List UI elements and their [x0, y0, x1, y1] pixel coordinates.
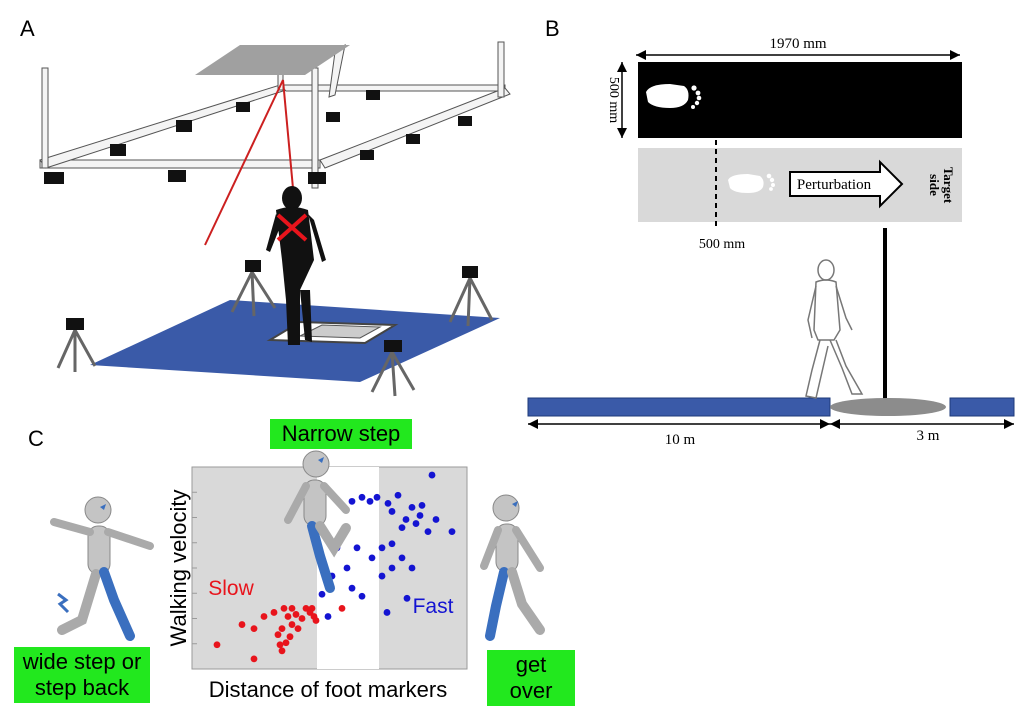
data-point-fast [378, 572, 386, 580]
data-point-slow [238, 621, 246, 628]
panel-b-label: B [545, 16, 560, 41]
data-point-slow [250, 625, 258, 632]
scatter-chart: Walking velocity Distance of foot marker… [166, 466, 468, 702]
panel-a-illustration [39, 41, 511, 397]
data-point-fast [398, 554, 406, 562]
wide-step-text-2: step back [34, 675, 130, 700]
data-point-fast [398, 524, 406, 531]
data-point-slow [270, 609, 278, 616]
data-point-slow [278, 625, 286, 632]
data-point-slow [288, 605, 296, 612]
perturbation-label: Perturbation [797, 177, 872, 193]
data-point-fast [358, 493, 366, 501]
data-point-fast [384, 499, 392, 507]
data-point-fast [318, 590, 326, 598]
data-point-fast [353, 544, 361, 552]
wide-step-figure [50, 496, 154, 641]
data-point-fast [383, 609, 391, 616]
data-point-fast [388, 564, 396, 572]
target-label-1: Target [941, 167, 956, 204]
data-point-fast [394, 491, 402, 499]
walker-silhouette [266, 186, 326, 345]
data-point-slow [260, 613, 268, 620]
slow-label: Slow [208, 577, 254, 600]
footprint-icon [646, 84, 702, 109]
data-point-fast [418, 501, 426, 509]
data-point-slow [308, 605, 316, 612]
perturbation-platform [830, 398, 946, 416]
black-strip [638, 62, 962, 138]
tripods [56, 271, 494, 397]
walkway-long-label: 10 m [665, 432, 696, 448]
data-point-slow [282, 639, 290, 647]
data-point-fast [412, 520, 420, 527]
data-point-fast [324, 613, 332, 620]
fast-label: Fast [413, 595, 454, 618]
data-point-fast [373, 493, 381, 501]
data-point-fast [348, 497, 356, 505]
target-label-2: side [927, 174, 942, 196]
x-axis-label: Distance of foot markers [209, 677, 447, 702]
data-point-fast [388, 540, 396, 548]
data-point-fast [416, 512, 424, 519]
walkway-exit [949, 397, 1015, 417]
data-point-slow [276, 641, 284, 649]
footprint-icon-faded [728, 173, 775, 193]
panel-b-diagram: 1970 mm 500 mm Perturbation Target side [527, 36, 1015, 448]
data-point-fast [366, 497, 374, 505]
data-point-fast [388, 508, 396, 515]
get-over-figure [480, 494, 545, 641]
data-point-slow [298, 615, 306, 622]
data-point-fast [368, 554, 376, 562]
perturbation-arrow [789, 159, 904, 209]
projector [195, 45, 350, 75]
data-point-fast [343, 564, 351, 572]
y-axis-label: Walking velocity [166, 490, 191, 647]
data-point-slow [286, 633, 294, 641]
data-point-slow [292, 611, 300, 618]
get-over-text: get over [509, 652, 553, 703]
data-point-slow [278, 647, 286, 655]
data-point-fast [358, 592, 366, 600]
wide-step-tag: wide step or step back [14, 647, 150, 703]
data-point-fast [428, 471, 436, 479]
data-point-slow [338, 605, 346, 612]
data-point-fast [424, 528, 432, 536]
data-point-fast [408, 564, 416, 572]
data-point-slow [250, 655, 258, 663]
width-dimension: 1970 mm [769, 36, 826, 52]
narrow-step-tag: Narrow step [270, 419, 412, 449]
walkway-approach [527, 397, 831, 417]
data-point-fast [348, 584, 356, 592]
data-point-slow [288, 621, 296, 628]
narrow-step-figure [284, 450, 351, 593]
data-point-slow [213, 641, 221, 649]
narrow-step-text: Narrow step [281, 421, 401, 446]
panel-c-label: C [28, 426, 44, 451]
offset-dimension: 500 mm [699, 237, 745, 252]
data-point-fast [432, 516, 440, 523]
data-point-slow [284, 613, 292, 620]
data-point-fast [403, 594, 411, 602]
camera-frame [39, 41, 511, 189]
panel-a-label: A [20, 16, 35, 41]
data-point-fast [402, 516, 410, 523]
data-point-slow [312, 617, 320, 624]
data-point-slow [294, 625, 302, 632]
wide-step-text-1: wide step or [22, 649, 142, 674]
data-point-fast [448, 528, 456, 536]
marker-cross [276, 213, 308, 242]
data-point-fast [408, 504, 416, 511]
data-point-slow [274, 631, 282, 639]
data-point-fast [378, 544, 386, 552]
data-point-slow [280, 605, 288, 612]
walker-outline [805, 259, 864, 399]
height-dimension: 500 mm [606, 77, 621, 123]
walkway-short-label: 3 m [917, 428, 940, 444]
ceiling-cameras [44, 90, 472, 184]
get-over-tag: get over [487, 650, 575, 706]
